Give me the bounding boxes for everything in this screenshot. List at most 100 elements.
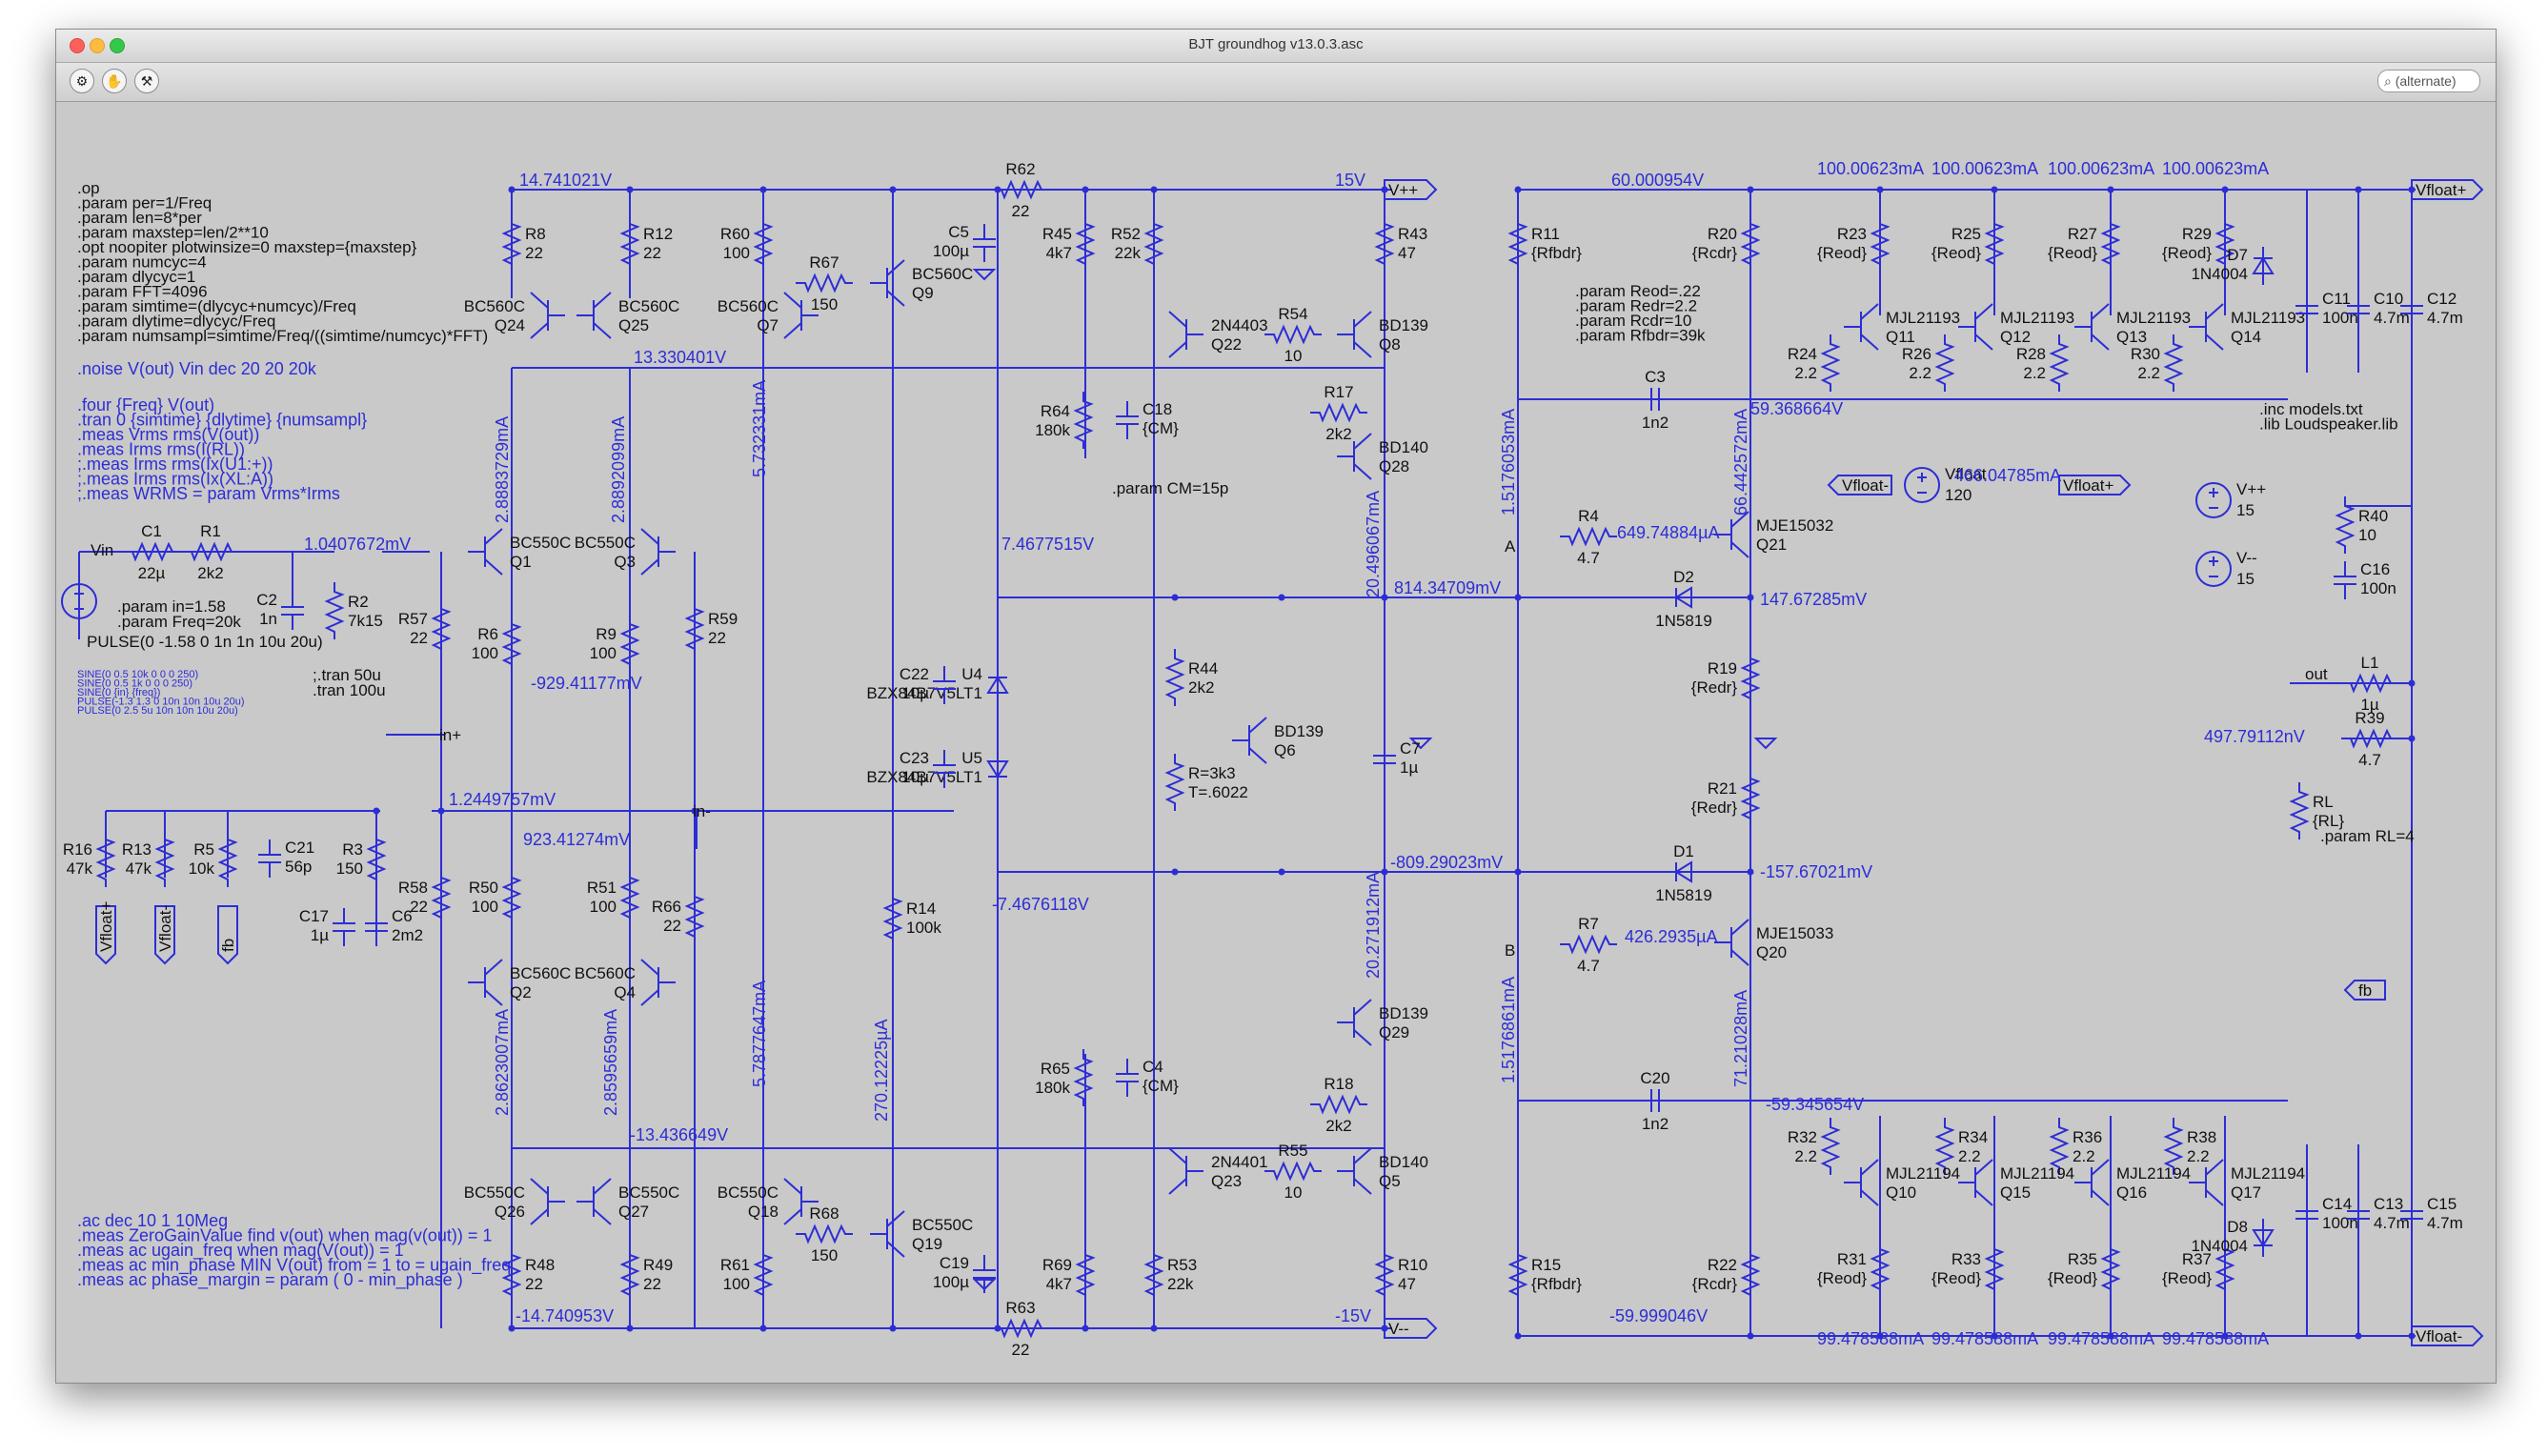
voltage-source-vmm[interactable]: V--15 xyxy=(2195,549,2257,588)
voltage-source-vin[interactable] xyxy=(61,583,97,619)
spice-directives[interactable]: .op.param per=1/Freq.param len=8*per.par… xyxy=(77,179,488,345)
capacitor-c18[interactable]: C18{CM} xyxy=(1116,400,1179,439)
resistor-r37[interactable]: R37{Reod} xyxy=(2162,1240,2235,1297)
net-label-vfloat_p[interactable]: Vfloat+ xyxy=(95,901,116,965)
voltage-source-vpp[interactable]: V++15 xyxy=(2195,480,2266,519)
resistor-r22[interactable]: R22{Rcdr} xyxy=(1692,1245,1761,1303)
resistor-r23[interactable]: R23{Reod} xyxy=(1817,214,1891,272)
minimize-button[interactable] xyxy=(90,38,105,53)
components[interactable]: R822R1222R60100R67150C5100µR6222R454k7R5… xyxy=(61,160,2484,1359)
net-label-vfloat_m[interactable]: Vfloat- xyxy=(2411,1325,2484,1346)
meas-directives[interactable]: .four {Freq} V(out).tran 0 {simtime} {dl… xyxy=(77,395,367,503)
resistor-r29[interactable]: R29{Reod} xyxy=(2162,214,2235,272)
net-label-fb[interactable]: fb xyxy=(2343,980,2386,1001)
resistor-rl[interactable]: RL{RL} xyxy=(2289,782,2344,839)
capacitor-c4[interactable]: C4{CM} xyxy=(1116,1058,1179,1097)
noise-directive[interactable]: .noise V(out) Vin dec 20 20 20k xyxy=(77,359,317,378)
resistor-r35[interactable]: R35{Reod} xyxy=(2048,1240,2121,1297)
schematic-svg[interactable]: .op.param per=1/Freq.param len=8*per.par… xyxy=(56,102,2496,1383)
resistor-r15[interactable]: R15{Rfbdr} xyxy=(1507,1245,1582,1303)
net-label-vfloat_p[interactable]: Vfloat+ xyxy=(2058,475,2132,495)
resistor-r27[interactable]: R27{Reod} xyxy=(2048,214,2121,272)
net-label-vpp[interactable]: V++ xyxy=(1384,179,1438,200)
zoom-button[interactable] xyxy=(110,38,125,53)
settings-button[interactable]: ⚙ xyxy=(70,69,94,93)
wrench-tool-button[interactable]: ⚒ xyxy=(134,69,159,93)
close-button[interactable] xyxy=(70,38,85,53)
include-directives[interactable]: .inc models.txt.lib Loudspeaker.lib xyxy=(2259,400,2398,434)
net-label-vfloat_m[interactable]: Vfloat- xyxy=(154,905,175,965)
output-stage-params[interactable]: .param Reod=.22.param Redr=2.2.param Rcd… xyxy=(1575,282,1706,345)
net-label-vmm[interactable]: V-- xyxy=(1384,1318,1438,1339)
